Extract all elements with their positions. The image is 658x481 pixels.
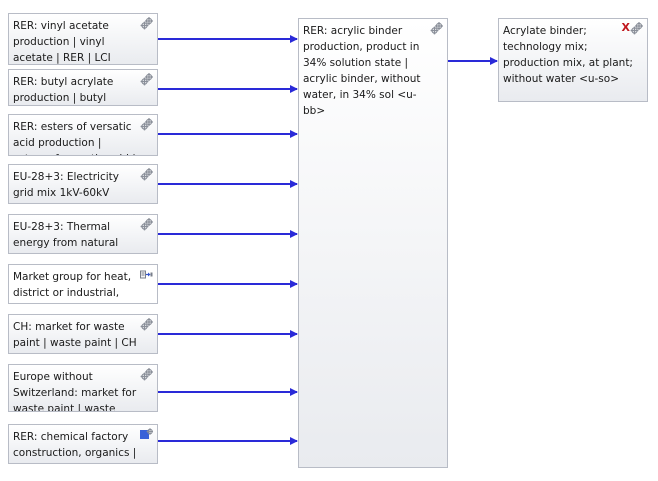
close-x-icon[interactable]: X <box>621 21 630 34</box>
process-label: RER: esters of versatic acid production … <box>13 121 136 155</box>
process-label: EU-28+3: Thermal energy from natural gas <box>13 221 119 249</box>
process-gear-icon <box>140 168 153 181</box>
process-gear-icon <box>140 73 153 86</box>
output-process-box[interactable]: X Acrylate binder; technology mix; produ… <box>498 18 648 102</box>
process-label: Acrylate binder; technology mix; product… <box>503 25 633 85</box>
input-process-box[interactable]: EU-28+3: Thermal energy from natural gas <box>8 214 158 254</box>
process-label: Market group for heat, district or indus… <box>13 271 132 299</box>
process-label: RER: vinyl acetate production | vinyl ac… <box>13 20 111 64</box>
input-process-box[interactable]: EU-28+3: Electricity grid mix 1kV-60kV <box>8 164 158 204</box>
process-gear-icon <box>630 22 643 35</box>
process-gear-icon <box>140 368 153 381</box>
process-gear-icon <box>140 118 153 131</box>
input-process-box[interactable]: RER: butyl acrylate production | butyl a… <box>8 69 158 106</box>
process-label: RER: butyl acrylate production | butyl a… <box>13 76 114 104</box>
input-process-box[interactable]: Market group for heat, district or indus… <box>8 264 158 304</box>
input-process-box[interactable]: RER: chemical factory construction, orga… <box>8 424 158 464</box>
process-label: RER: chemical factory construction, orga… <box>13 431 137 459</box>
input-process-box[interactable]: RER: vinyl acetate production | vinyl ac… <box>8 13 158 65</box>
process-label: Europe without Switzerland: market for w… <box>13 371 137 412</box>
process-gear-icon <box>140 318 153 331</box>
input-process-box[interactable]: RER: esters of versatic acid production … <box>8 114 158 156</box>
input-process-box[interactable]: Europe without Switzerland: market for w… <box>8 364 158 412</box>
process-label: CH: market for waste paint | waste paint… <box>13 321 137 349</box>
process-gear-icon <box>430 22 443 35</box>
product-system-icon <box>140 268 153 281</box>
input-edges <box>158 35 298 445</box>
input-process-box[interactable]: CH: market for waste paint | waste paint… <box>8 314 158 354</box>
process-label: RER: acrylic binder production, product … <box>303 25 421 117</box>
process-gear-icon <box>140 17 153 30</box>
process-label: EU-28+3: Electricity grid mix 1kV-60kV <box>13 171 119 199</box>
blue-square-gear-icon <box>140 428 153 441</box>
process-gear-icon <box>140 218 153 231</box>
central-process-box[interactable]: RER: acrylic binder production, product … <box>298 18 448 468</box>
